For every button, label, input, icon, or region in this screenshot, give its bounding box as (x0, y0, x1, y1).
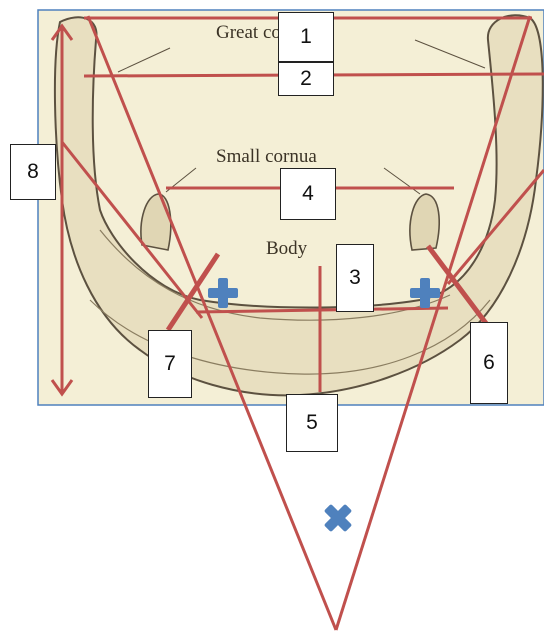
label-box-2: 2 (278, 62, 334, 96)
label-box-8: 8 (10, 144, 56, 200)
x-marker-icon (317, 497, 359, 539)
label-box-3: 3 (336, 244, 374, 312)
label-box-7: 7 (148, 330, 192, 398)
body-label: Body (266, 238, 308, 259)
label-box-1: 1 (278, 12, 334, 62)
small-cornua-label: Small cornua (216, 146, 317, 167)
label-box-4: 4 (280, 168, 336, 220)
label-box-5: 5 (286, 394, 338, 452)
label-box-6: 6 (470, 322, 508, 404)
